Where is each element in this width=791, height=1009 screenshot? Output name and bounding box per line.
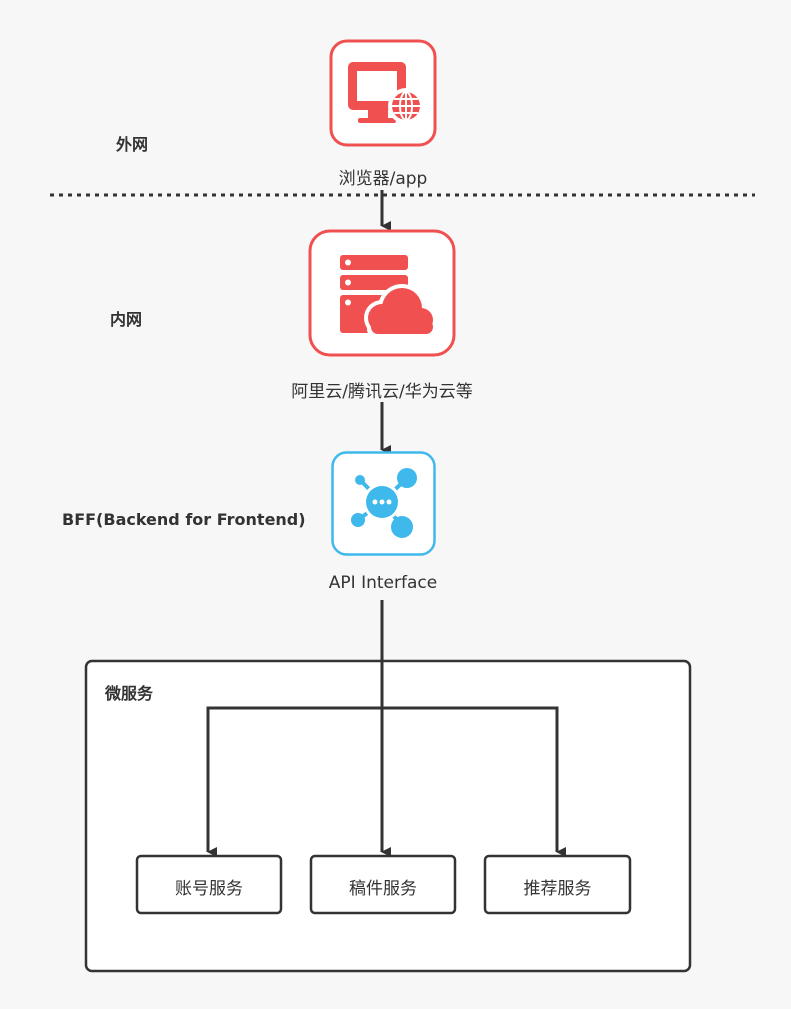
browser-caption: 浏览器/app [338,169,428,189]
account-service-box [135,854,283,915]
monitor-globe-icon [329,39,437,147]
recommend-service-box [483,854,632,915]
internal-network-label: 内网 [110,310,143,329]
api-caption: API Interface [283,573,483,593]
network-hub-icon [331,451,436,556]
account-service-label: 账号服务 [175,879,243,899]
cloud-caption: 阿里云/腾讯云/华为云等 [291,382,473,402]
external-network-label: 外网 [116,135,149,154]
manuscript-service-box [309,854,457,915]
recommend-service-label: 推荐服务 [523,879,592,899]
bff-label: BFF(Backend for Frontend) [62,510,306,529]
branch-line [206,706,559,850]
microservices-title: 微服务 [105,684,154,703]
manuscript-service-label: 稿件服务 [349,879,417,899]
server-cloud-icon [308,229,456,357]
